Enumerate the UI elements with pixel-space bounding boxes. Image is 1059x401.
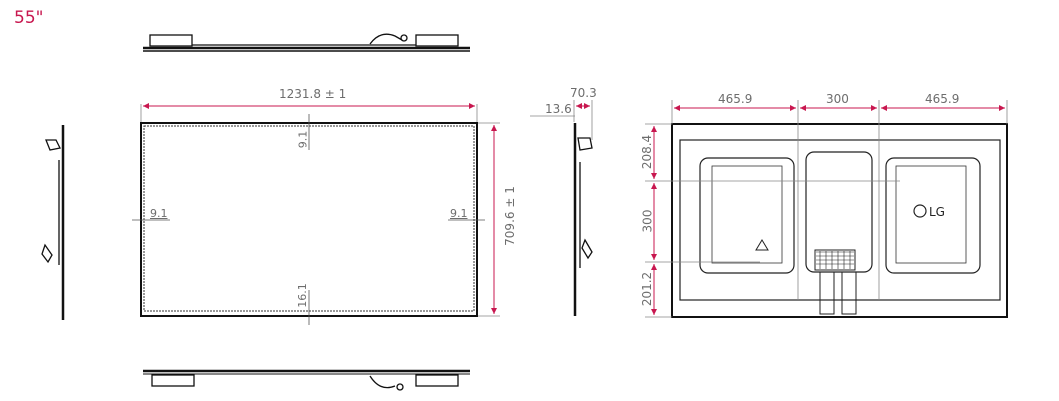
model-size-title: 55" [14, 8, 44, 28]
bezel-right-label: 9.1 [450, 207, 468, 220]
vesa-h-left-label: 465.9 [718, 92, 753, 106]
bezel-bottom-label: 16.1 [295, 283, 309, 308]
rear-view: LG [645, 100, 1008, 318]
vesa-v-center-label: 300 [640, 209, 655, 233]
vesa-v-bottom-label: 201.2 [640, 271, 655, 307]
vesa-v-top-label: 208.4 [640, 134, 655, 170]
thin-depth-label: 13.6 [545, 102, 572, 116]
top-view [143, 33, 470, 52]
front-width-label: 1231.8 ± 1 [279, 87, 347, 101]
depth-label: 70.3 [570, 86, 597, 100]
right-side-view [530, 100, 593, 316]
bezel-left-label: 9.1 [150, 207, 168, 220]
front-view [132, 103, 500, 325]
bottom-view [143, 369, 470, 391]
bezel-top-label: 9.1 [296, 130, 310, 149]
vesa-h-right-label: 465.9 [925, 92, 960, 106]
front-height-label: 709.6 ± 1 [502, 186, 517, 246]
lg-logo: LG [929, 205, 945, 219]
vesa-h-center-label: 300 [826, 92, 849, 106]
left-side-view [41, 125, 65, 320]
